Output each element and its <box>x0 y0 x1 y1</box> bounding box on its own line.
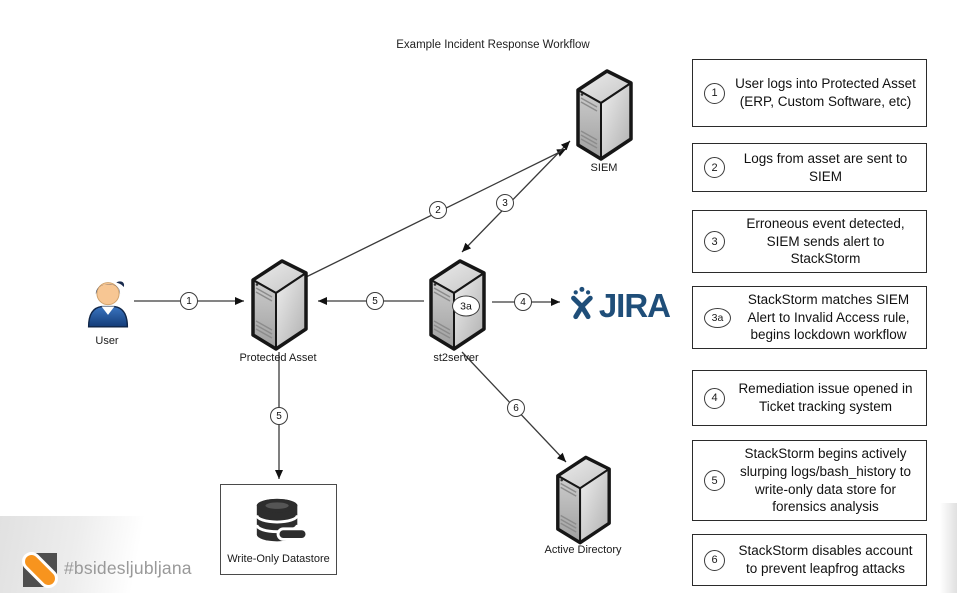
protected-asset-icon <box>246 256 312 354</box>
siem-label: SIEM <box>590 162 618 174</box>
user-label: User <box>95 335 119 347</box>
step-number: 1 <box>704 82 725 104</box>
step-text: Erroneous event detected, SIEM sends ale… <box>746 215 905 267</box>
jira-charlie-icon <box>566 282 598 324</box>
step-text: User logs into Protected Asset (ERP, Cus… <box>735 76 916 109</box>
footer-hashtag: #bsidesljubljana <box>64 558 192 578</box>
edge-label-5b: 5 <box>270 407 288 425</box>
step-number: 5 <box>704 470 725 491</box>
jira-wordmark: JIRA <box>598 286 671 324</box>
protected-asset-label: Protected Asset <box>239 352 317 364</box>
step-number: 2 <box>704 157 725 178</box>
edge-label-1: 1 <box>180 292 198 310</box>
step-text: StackStorm begins actively slurping logs… <box>739 445 912 515</box>
edge-siem-st2server <box>461 140 571 253</box>
step-text: Logs from asset are sent to SIEM <box>743 150 908 184</box>
user-icon <box>84 274 132 328</box>
step-box-5: 5 StackStorm begins actively slurping lo… <box>692 440 927 521</box>
edge-label-4: 4 <box>514 293 532 311</box>
database-icon <box>249 496 309 550</box>
step-text: StackStorm disables account to prevent l… <box>738 543 913 576</box>
step-number: 6 <box>704 549 725 571</box>
step-number: 4 <box>704 387 725 409</box>
step-box-1: 1 User logs into Protected Asset (ERP, C… <box>692 59 927 127</box>
edge-label-2: 2 <box>429 201 447 219</box>
step-box-3a: 3a StackStorm matches SIEM Alert to Inva… <box>692 286 927 349</box>
datastore-label: Write-Only Datastore <box>227 553 330 565</box>
step-text: StackStorm matches SIEM Alert to Invalid… <box>747 291 910 343</box>
active-directory-icon <box>551 452 615 548</box>
step-box-4: 4 Remediation issue opened in Ticket tra… <box>692 370 927 426</box>
st2server-step-badge: 3a <box>452 295 480 317</box>
stackstorm-logo-icon <box>22 552 58 588</box>
st2server-label: st2server <box>433 352 479 364</box>
diagram-title: Example Incident Response Workflow <box>396 39 590 51</box>
step-number: 3 <box>704 231 725 252</box>
edge-label-3: 3 <box>496 194 514 212</box>
right-edge-shade <box>940 503 957 593</box>
datastore-box: Write-Only Datastore <box>220 484 337 575</box>
edge-label-6: 6 <box>507 399 525 417</box>
step-box-2: 2 Logs from asset are sent to SIEM <box>692 143 927 192</box>
step-text: Remediation issue opened in Ticket track… <box>738 381 913 414</box>
step-box-3: 3 Erroneous event detected, SIEM sends a… <box>692 210 927 273</box>
jira-logo: JIRA <box>566 280 671 326</box>
step-box-6: 6 StackStorm disables account to prevent… <box>692 534 927 586</box>
edge-label-5: 5 <box>366 292 384 310</box>
siem-icon <box>571 66 637 164</box>
active-directory-label: Active Directory <box>544 544 622 556</box>
step-number: 3a <box>704 307 731 328</box>
